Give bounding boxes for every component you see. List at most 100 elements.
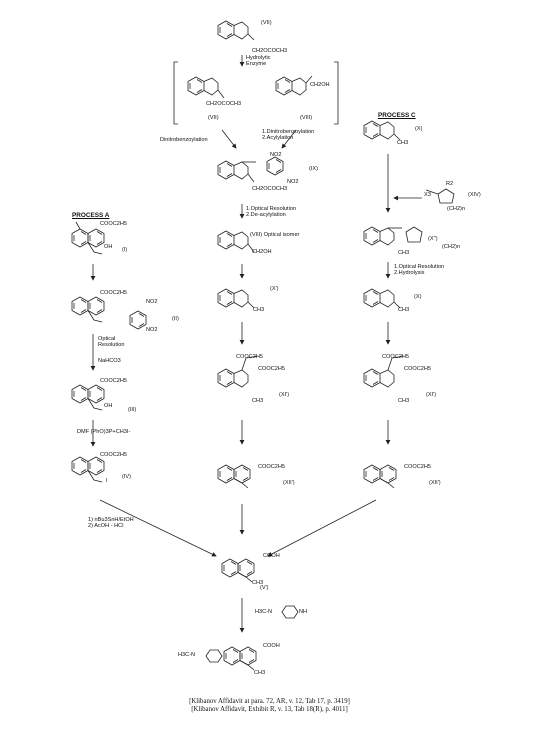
compound-a-iii: [71, 384, 105, 411]
compound-a-ii: [71, 296, 105, 323]
fragment-h3cn-final: H3C-N: [178, 652, 196, 658]
citation-line-1: [Klibanov Affidavit at para. 72, AR, v. …: [189, 698, 350, 705]
compound-xii-c: [363, 464, 397, 489]
compound-a-iv: [71, 456, 105, 483]
fragment-no2-a-ii-top: NO2: [146, 299, 158, 305]
fragment-oh-a-iii: OH: [104, 403, 113, 409]
fragment-ch2ococh3-top: CH2OCOCH3: [252, 48, 288, 54]
fragment-x3-xiv: X3: [424, 192, 431, 198]
dinitrobenzoyl-ring: [266, 156, 284, 176]
compound-xc-prime: [363, 226, 423, 246]
label-xiv: (XIV): [468, 192, 481, 198]
fragment-cooc2h5-xii-mid: COOC2H5: [258, 464, 286, 470]
fragment-oh-a-i: OH: [104, 244, 113, 250]
compound-viii-bracket: [275, 75, 313, 96]
condition-optical-res-c: 1.Optical Resolution 2.Hydrolysis: [394, 264, 445, 277]
fragment-nh-reagent: NH: [299, 609, 308, 615]
condition-bu3snh: 1) nBu3SnH/EtOH 2) AcOH - HCl: [88, 517, 134, 530]
label-a-ii: (II): [172, 316, 179, 322]
compound-x-mid: [217, 288, 255, 309]
label-x-c: (X): [415, 126, 423, 132]
label-v-prime: (V'): [260, 585, 269, 591]
compound-xi-c: [363, 355, 405, 388]
fragment-cooc2h5-xi-mid-b: COOC2H5: [258, 366, 286, 372]
compound-viii-mid: [217, 230, 255, 253]
label-x-mid: (X'): [270, 286, 279, 292]
fragment-ch3-xi-c: CH3: [398, 398, 410, 404]
bracket-left: [173, 61, 178, 125]
label-viii: (VIII): [300, 115, 313, 121]
fragment-ch2oh-b: CH2OH: [310, 82, 330, 88]
fragment-no2-ix-top: NO2: [270, 152, 282, 158]
fragment-cooh-v: COOH: [263, 553, 280, 559]
compound-v-prime: [221, 558, 255, 583]
fragment-cooc2h5-a-i: COOC2H5: [100, 221, 128, 227]
fragment-ch2n-xc: (CH2)n: [442, 244, 461, 250]
compound-xi-mid: [217, 355, 259, 388]
label-xi-c: (XI'): [426, 392, 437, 398]
arrow-a-to-v: [99, 499, 217, 557]
fragment-i-a-iv: I: [106, 478, 108, 484]
fragment-ch3-xc: CH3: [398, 250, 410, 256]
label-xi-mid: (XI'): [279, 392, 290, 398]
condition-dinitro-right: 1.Dinitrobenzoylation 2.Acylylation: [262, 129, 315, 142]
compound-x-c: [363, 120, 401, 141]
fragment-no2-a-ii-bot: NO2: [146, 327, 158, 333]
compound-x-c2: [363, 288, 401, 309]
arrow-dinitro-right: [281, 129, 297, 149]
condition-nahco3: NaHCO3: [98, 358, 121, 364]
fragment-ch3-x-c: CH3: [397, 140, 409, 146]
compound-xii-mid: [217, 464, 251, 489]
label-vii: (VII): [208, 115, 219, 121]
dinitrobenzoyl-ring-a: [129, 310, 147, 330]
label-xii-c: (XII'): [429, 480, 441, 486]
label-x-c2: (X): [414, 294, 422, 300]
fragment-ch3-x-c2: CH3: [398, 307, 410, 313]
condition-optical-res-mid: 1.Optical Resolution 2.De-acylylation: [246, 206, 297, 219]
condition-dinitro-left: Dinitrobenzoylation: [160, 137, 208, 143]
fragment-cooc2h5-xi-c-b: COOC2H5: [404, 366, 432, 372]
arrow-dinitro-left: [221, 129, 237, 149]
fragment-cooc2h5-a-iv: COOC2H5: [100, 452, 128, 458]
label-vii-top: (VII): [261, 20, 272, 26]
fragment-cooc2h5-xi-mid-a: COOC2H5: [236, 354, 264, 360]
fragment-ch2n-xiv: (CH2)n: [447, 206, 466, 212]
fragment-cooc2h5-a-iii: COOC2H5: [100, 378, 128, 384]
fragment-ch3-x-mid: CH3: [253, 307, 265, 313]
condition-dmf: DMF (PhO)3P+CH3I-: [77, 429, 131, 435]
fragment-ch2ococh3-b: CH2OCOCH3: [206, 101, 242, 107]
fragment-r2-xiv: R2: [446, 181, 454, 187]
fragment-ch3-final: CH3: [254, 670, 266, 676]
arrow-c-to-v: [267, 499, 377, 557]
compound-levofloxacin: [205, 646, 257, 671]
compound-a-i: [71, 221, 105, 255]
label-ix: (IX): [309, 166, 319, 172]
fragment-cooh-final: COOH: [263, 643, 280, 649]
compound-vii-top: [217, 20, 255, 41]
fragment-ch2ococh3-ix: CH2OCOCH3: [252, 186, 288, 192]
fragment-h3cn-reagent: H3C-N: [255, 609, 273, 615]
citation-line-2: [Klibanov Affidavit, Exhibit R, v. 13, T…: [191, 706, 348, 713]
bracket-right: [334, 61, 339, 125]
fragment-no2-ix-bot: NO2: [287, 179, 299, 185]
condition-optical-res-a: Optical Resolution: [98, 336, 125, 349]
process-c-label: PROCESS C: [378, 112, 416, 119]
compound-vii-bracket: [187, 76, 225, 99]
label-xc-prime: (X''): [428, 236, 438, 242]
label-a-iii: (III): [128, 407, 137, 413]
label-xii-mid: (XII'): [283, 480, 295, 486]
fragment-ch2oh-mid: CH2OH: [252, 249, 272, 255]
label-a-i: (I): [122, 247, 128, 253]
process-a-label: PROCESS A: [72, 212, 110, 219]
methylpiperazine: [281, 605, 299, 619]
compound-ix: [217, 160, 256, 183]
label-a-iv: (IV): [122, 474, 132, 480]
fragment-cooc2h5-xi-c-a: COOC2H5: [382, 354, 410, 360]
fragment-cooc2h5-xii-c: COOC2H5: [404, 464, 432, 470]
fragment-ch3-v: CH3: [252, 580, 264, 586]
fragment-ch3-xi-mid: CH3: [252, 398, 264, 404]
condition-optical-isomer: (VIII) Optical isomer: [250, 232, 300, 238]
fragment-cooc2h5-a-ii: COOC2H5: [100, 290, 128, 296]
condition-hydrolytic: Hydrolytic Enzyme: [246, 55, 271, 68]
